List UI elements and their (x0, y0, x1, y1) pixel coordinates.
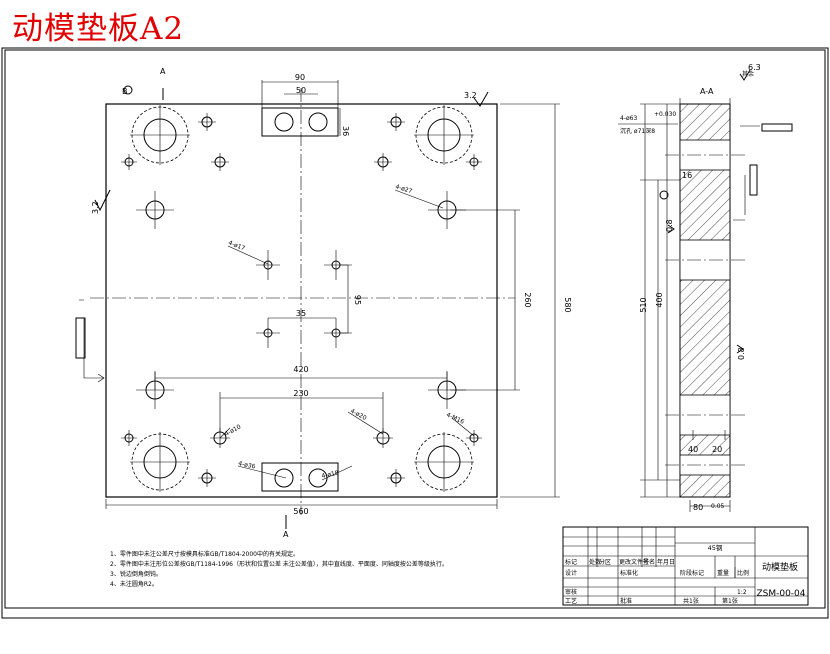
slot-hole-left-bottom (274, 468, 294, 488)
callout-phi18: 4-ø18 (321, 469, 340, 479)
tb-review: 审核 (565, 588, 577, 596)
dim-510: 510 (639, 297, 648, 312)
plan-view (75, 80, 560, 529)
dimensions (79, 80, 560, 509)
inner-border (4, 49, 826, 609)
note-3: 3、锐边倒角倒钝。 (110, 570, 162, 578)
tb-h-mark: 标记 (565, 558, 577, 566)
tb-weight: 重量 (717, 569, 729, 577)
callout-phi36: 4-ø36 (238, 460, 257, 470)
tb-stage: 阶段标记 (680, 569, 704, 577)
roughness-0-8-b: 0.8 (737, 347, 746, 360)
tb-h-zone: 分区 (599, 558, 611, 566)
callout-section-note: 沉孔 ø71深8 (620, 127, 655, 135)
slot-hole-right (308, 112, 328, 132)
dim-260: 260 (523, 292, 532, 307)
outer-border (1, 47, 829, 619)
holes (124, 116, 479, 484)
tb-scale: 比例 (737, 569, 749, 577)
dim-50: 50 (296, 86, 306, 95)
dim-40: 40 (688, 445, 698, 454)
datum-mark (123, 85, 133, 95)
dim-95: 95 (353, 295, 362, 305)
dim-420: 420 (293, 365, 308, 374)
section-label-bottom: A (283, 530, 289, 539)
slot-hole-right-bottom (308, 468, 328, 488)
roughness-rest: 其余 (742, 70, 754, 78)
tb-sheets: 共1张 (683, 597, 699, 605)
roughness-symbols (94, 91, 489, 212)
section-view (618, 69, 793, 512)
dim-36: 36 (341, 126, 350, 136)
dim-80: 80 (693, 503, 703, 512)
roughness-3-2-left: 3.2 (91, 201, 100, 214)
dim-580: 580 (563, 297, 572, 312)
tb-drawing-no: ZSM-00-04 (756, 589, 805, 599)
tb-process: 工艺 (565, 597, 577, 605)
dim-560: 560 (293, 507, 308, 516)
note-1: 1、零件图中未注公差尺寸按模具标准GB/T1804-2000中的有关规定。 (110, 550, 299, 558)
dim-90: 90 (295, 73, 305, 82)
dim-16: 16 (682, 171, 692, 180)
tb-h-date: 年月日 (657, 558, 675, 566)
guide-holes (131, 106, 473, 491)
section-label-side: A-A (700, 87, 714, 96)
roughness-3-2-top: 3.2 (464, 91, 477, 100)
tb-design: 设计 (565, 569, 577, 577)
callout-section-hole: 4-ø63 (620, 115, 637, 122)
dim-20: 20 (712, 445, 722, 454)
title-block (562, 526, 809, 606)
tb-h-doc: 更改文件号 (619, 558, 649, 566)
note-4: 4、未注圆角R2。 (110, 580, 158, 588)
dim-400: 400 (655, 292, 664, 307)
tb-material: 45钢 (708, 544, 723, 552)
tb-approve: 批准 (620, 597, 632, 605)
tb-scale-val: 1:2 (737, 589, 747, 596)
crosshairs (121, 105, 482, 492)
callout-phi10: 4-ø10 (224, 423, 243, 437)
plate-outline (105, 103, 498, 498)
datum-letter: B (122, 87, 128, 96)
section-marks (162, 88, 287, 529)
roughness-6-3: 6.3 (748, 63, 761, 72)
section-label-top: A (160, 67, 166, 76)
tb-sheet: 第1张 (722, 597, 738, 605)
tb-part-name: 动模垫板 (762, 561, 798, 573)
slot-hole-left (274, 112, 294, 132)
callout-section-tol: +0.030 (654, 111, 676, 118)
top-slot (261, 107, 339, 137)
roughness-0-8-a: 0.8 (665, 219, 674, 232)
callout-phi20: 4-ø20 (349, 408, 368, 422)
dim-35: 35 (296, 309, 306, 318)
tb-h-sign: 签名 (643, 558, 655, 566)
dim-230: 230 (293, 389, 308, 398)
tb-h-count: 处数 (589, 558, 601, 566)
flatness-frame (75, 317, 86, 359)
note-2: 2、零件图中未注形位公差按GB/T1184-1996（形状和位置公差 未注公差值… (110, 560, 448, 568)
drawing-title: 动模垫板A2 (12, 11, 185, 47)
bottom-slot (261, 462, 339, 492)
dim-tolerance: 0.05 (711, 503, 725, 510)
callout-m16: 4-M16 (445, 411, 465, 425)
tb-std: 标准化 (620, 569, 638, 577)
callout-phi17: 4-ø17 (227, 239, 246, 252)
technical-notes: 1、零件图中未注公差尺寸按模具标准GB/T1804-2000中的有关规定。 2、… (110, 550, 448, 588)
